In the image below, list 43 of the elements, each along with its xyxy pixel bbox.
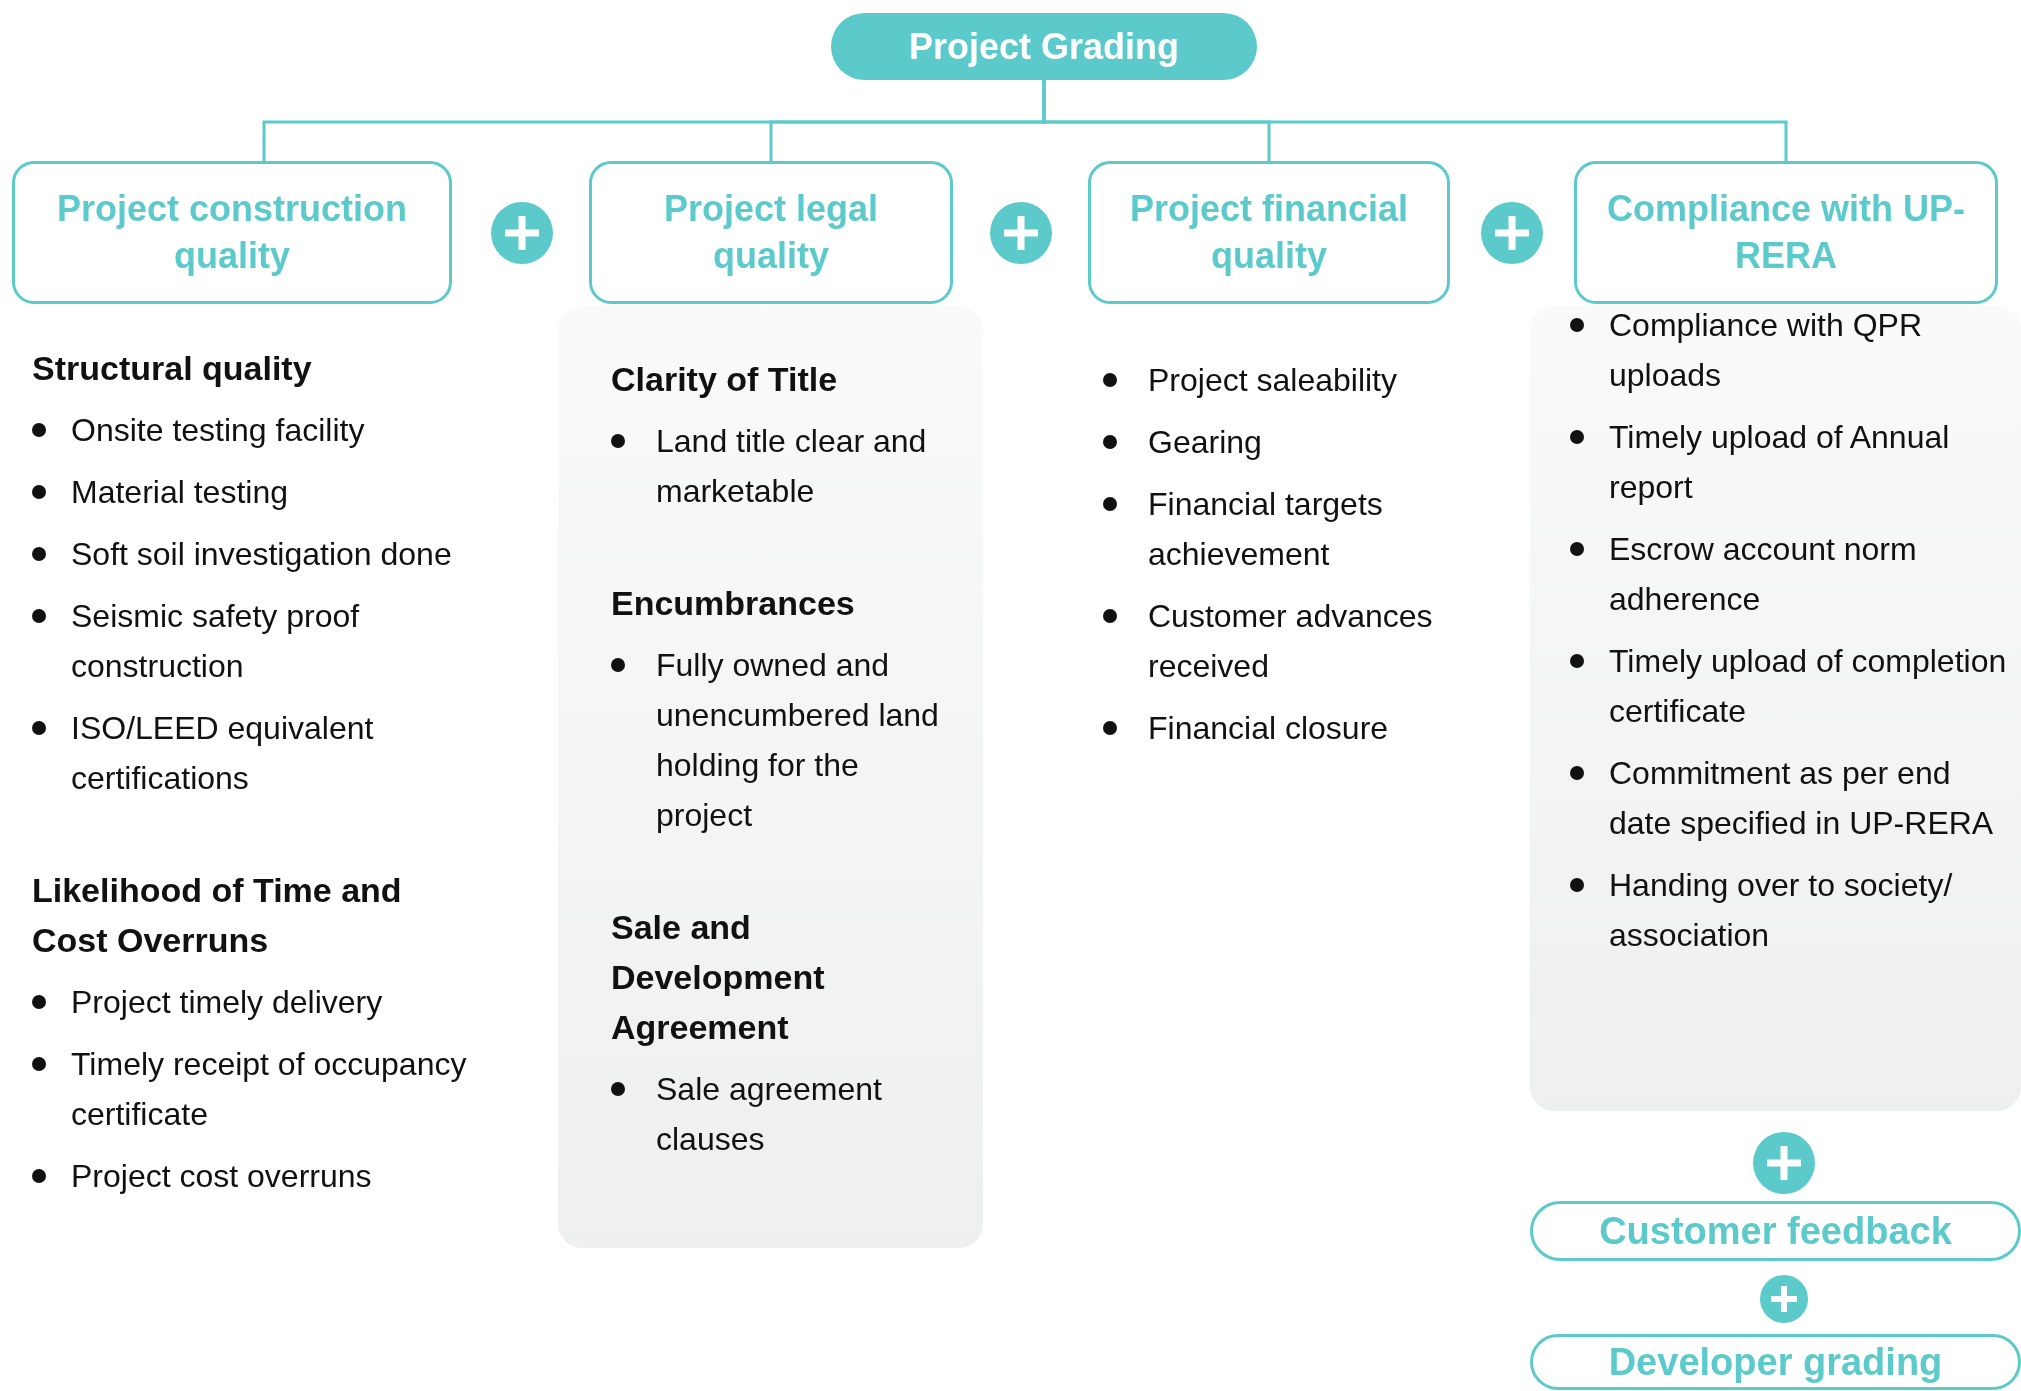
- section-heading: Likelihood of Time and Cost Overruns: [32, 870, 403, 961]
- list-item: Commitment as per end date specified in UP-RERA: [1609, 754, 1995, 843]
- category-heading: Developer grading: [1608, 1340, 1943, 1384]
- category-box: [1574, 161, 1998, 304]
- list-item: ISO/LEED equivalent certifications: [71, 709, 375, 798]
- list-item: Financial closure: [1148, 709, 1389, 748]
- list-item: Soft soil investigation done: [71, 535, 452, 574]
- grading-pill: [1530, 1334, 2021, 1390]
- list-item: Seismic safety proof construction: [71, 597, 361, 686]
- criteria-panel: [1530, 306, 2021, 1111]
- list-item: Land title clear and marketable: [656, 422, 928, 511]
- list-item: Project timely delivery: [71, 983, 383, 1022]
- connector-line: [1042, 80, 1788, 161]
- title-text: Project Grading: [908, 25, 1180, 68]
- section-heading: Clarity of Title: [611, 359, 839, 400]
- list-item: Compliance with QPR uploads: [1609, 306, 1923, 395]
- list-item: Timely upload of Annual report: [1609, 418, 1951, 507]
- section-heading: Structural quality: [32, 348, 313, 389]
- grading-pill: [1530, 1201, 2021, 1261]
- category-heading: Project financial quality: [1128, 186, 1410, 278]
- list-item: Gearing: [1148, 423, 1262, 462]
- list-item: Project saleability: [1148, 361, 1397, 400]
- list-item: Sale agreement clauses: [656, 1070, 883, 1159]
- category-heading: Compliance with UP-RERA: [1606, 186, 1966, 278]
- list-item: Handing over to society/ association: [1609, 866, 1954, 955]
- list-item: Escrow account norm adherence: [1609, 530, 1918, 619]
- list-item: Customer advances received: [1148, 597, 1434, 686]
- category-box: [589, 161, 953, 304]
- list-item: Project cost overruns: [71, 1157, 372, 1196]
- section-heading: Sale and Development Agreement: [611, 907, 826, 1048]
- list-item: Onsite testing facility: [71, 411, 365, 450]
- category-box: [1088, 161, 1450, 304]
- category-heading: Project construction quality: [55, 186, 409, 278]
- list-item: Material testing: [71, 473, 288, 512]
- list-item: Timely receipt of occupancy certificate: [71, 1045, 468, 1134]
- category-box: [12, 161, 452, 304]
- list-item: Timely upload of completion certificate: [1609, 642, 2008, 731]
- section-heading: Encumbrances: [611, 583, 856, 624]
- category-heading: Customer feedback: [1599, 1209, 1952, 1253]
- list-item: Fully owned and unencumbered land holding for the project: [656, 646, 940, 835]
- list-item: Financial targets achievement: [1148, 485, 1384, 574]
- criteria-panel: [558, 306, 983, 1248]
- category-heading: Project legal quality: [662, 186, 880, 278]
